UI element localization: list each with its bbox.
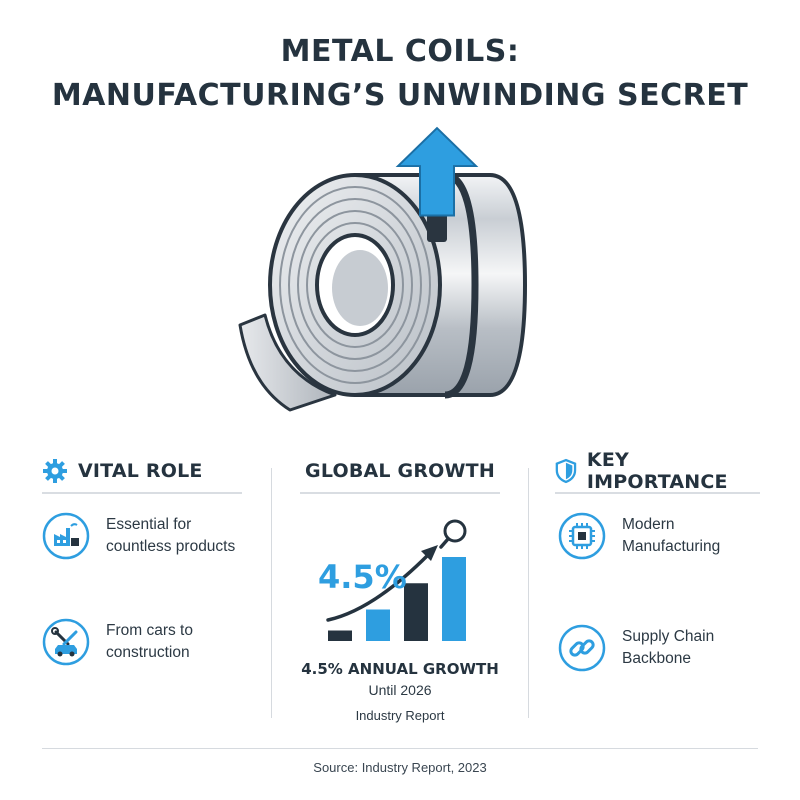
title-line-2: MANUFACTURING’S UNWINDING SECRET (51, 78, 749, 113)
divider (555, 492, 760, 494)
global-growth-header: GLOBAL GROWTH (300, 455, 500, 487)
feature-modern: Modern Manufacturing (558, 512, 720, 560)
title-line-1: METAL COILS: (280, 34, 520, 69)
growth-bar-3 (404, 583, 428, 641)
feature-essential-line1: Essential for (106, 516, 192, 533)
key-importance-title: KEY IMPORTANCE (586, 449, 728, 493)
steel-coil-illustration (238, 126, 527, 412)
growth-bar-chart (326, 519, 467, 641)
column-divider-right (528, 468, 529, 718)
growth-source: Industry Report (355, 708, 445, 723)
feature-modern-line2: Manufacturing (622, 538, 721, 555)
growth-bar-2 (366, 609, 390, 641)
gear-icon (43, 459, 67, 483)
feature-cars-line2: construction (106, 644, 190, 661)
page-title: METAL COILS: MANUFACTURING’S UNWINDING S… (0, 30, 800, 118)
growth-bar-4 (442, 557, 466, 641)
global-growth-section: GLOBAL GROWTH (300, 455, 500, 494)
feature-modern-line1: Modern (622, 516, 675, 533)
source-note: Source: Industry Report, 2023 (313, 760, 487, 775)
feature-essential: Essential for countless products (42, 512, 235, 560)
growth-until: Until 2026 (368, 682, 432, 698)
column-divider-left (271, 468, 272, 718)
magnifier-icon (439, 519, 467, 549)
key-importance-section: KEY IMPORTANCE (555, 449, 760, 494)
growth-value: 4.5% (318, 558, 407, 596)
divider (42, 492, 242, 494)
growth-caption: 4.5% ANNUAL GROWTH (301, 660, 499, 678)
vital-role-header: VITAL ROLE (42, 455, 242, 487)
growth-bar-1 (328, 630, 352, 641)
feature-cars: From cars to construction (42, 618, 193, 666)
global-growth-title: GLOBAL GROWTH (305, 460, 495, 482)
factory-icon (42, 512, 90, 560)
shield-icon (555, 458, 577, 484)
key-importance-header: KEY IMPORTANCE (555, 449, 760, 493)
vital-role-section: VITAL ROLE (42, 455, 242, 494)
feature-supply-chain: Supply Chain Backbone (558, 624, 714, 672)
chain-link-icon (558, 624, 606, 672)
chip-icon (558, 512, 606, 560)
vital-role-title: VITAL ROLE (78, 460, 203, 482)
trend-arrow-line (326, 553, 430, 622)
footer-divider (42, 748, 758, 749)
feature-supply-line1: Supply Chain (622, 628, 715, 645)
divider (300, 492, 500, 494)
trend-arrow-head (421, 545, 438, 561)
feature-essential-line2: countless products (106, 538, 236, 555)
feature-cars-line1: From cars to (106, 622, 193, 639)
tools-car-icon (42, 618, 90, 666)
feature-supply-line2: Backbone (622, 650, 691, 667)
